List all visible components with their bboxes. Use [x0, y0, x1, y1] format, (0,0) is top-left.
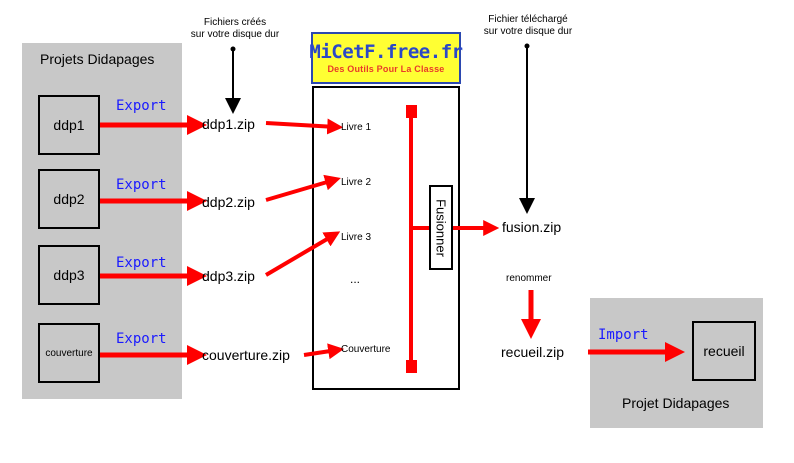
logo-title: MiCetF.free.fr: [309, 41, 463, 63]
zip-file-2: ddp2.zip: [202, 194, 255, 210]
book-item-3: Livre 3: [341, 232, 372, 243]
zip-file-1: ddp1.zip: [202, 116, 255, 132]
micetf-logo: MiCetF.free.fr Des Outils Pour La Classe: [309, 32, 463, 84]
zip-to-book-arrow-1: [265, 118, 344, 135]
export-label-3: Export: [116, 255, 167, 271]
book-item-cover: Couverture: [341, 344, 391, 355]
target-panel-title: Projet Didapages: [622, 395, 730, 411]
merge-label: Fusionner: [433, 198, 449, 257]
rename-label: renommer: [506, 273, 552, 284]
export-label-4: Export: [116, 331, 167, 347]
created-note: Fichiers créés sur votre disque dur: [190, 17, 280, 40]
logo-subtitle: Des Outils Pour La Classe: [327, 64, 445, 74]
recueil-zip: recueil.zip: [501, 344, 565, 360]
source-ddp2: ddp2: [38, 169, 100, 229]
merge-tool-box: [312, 86, 460, 390]
source-panel-title: Projets Didapages: [40, 51, 155, 67]
export-label-2: Export: [116, 177, 167, 193]
source-couverture: couverture: [38, 323, 100, 383]
merge-bar-bottom-cap: [406, 360, 417, 373]
book-item-2: Livre 2: [341, 177, 372, 188]
import-label: Import: [598, 327, 649, 343]
source-ddp3: ddp3: [38, 245, 100, 305]
book-item-1: Livre 1: [341, 122, 372, 133]
source-ddp1: ddp1: [38, 95, 100, 155]
target-recueil: recueil: [692, 321, 756, 381]
zip-file-4: couverture.zip: [202, 347, 290, 363]
downloaded-note: Fichier téléchargé sur votre disque dur: [483, 14, 573, 37]
fusion-zip: fusion.zip: [502, 219, 562, 235]
zip-to-book-arrow-2: [265, 174, 341, 202]
merge-bar-top-cap: [406, 105, 417, 118]
zip-file-3: ddp3.zip: [202, 268, 255, 284]
merge-button: Fusionner: [429, 185, 453, 270]
book-item-ellipsis: ...: [350, 272, 361, 286]
zip-to-book-arrow-3: [264, 231, 341, 277]
zip-to-book-arrow-4: [303, 343, 345, 360]
export-label-1: Export: [116, 98, 167, 114]
